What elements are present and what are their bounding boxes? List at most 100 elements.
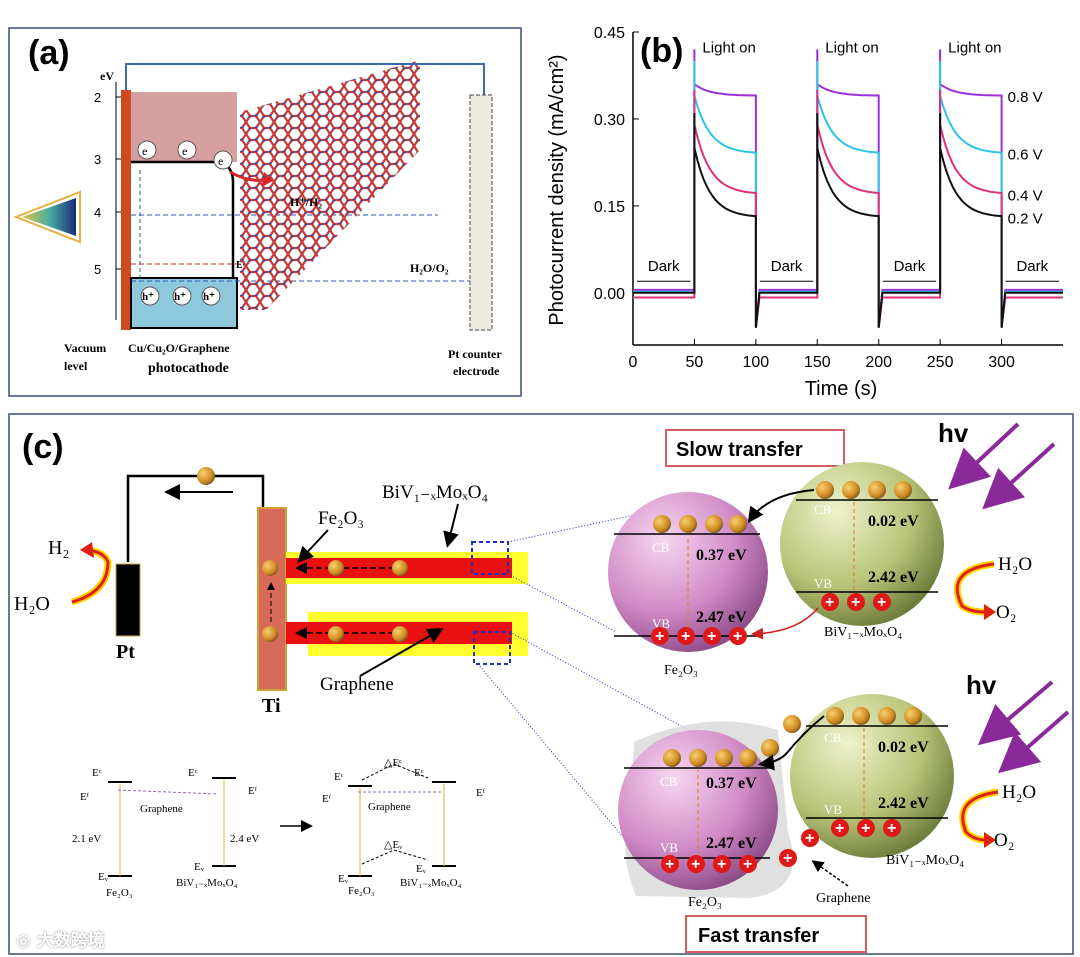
svg-text:Fe₂O₃: Fe₂O₃ (348, 885, 375, 897)
vb-label: VB (814, 576, 832, 591)
holes: h⁺ h⁺ h⁺ (140, 286, 221, 306)
x-tick-label: 100 (743, 354, 770, 371)
svg-text:BiV₁₋ₓMoₓO₄: BiV₁₋ₓMoₓO₄ (176, 877, 238, 889)
ti-label: Ti (262, 695, 281, 717)
vb-offset-biv: 2.42 eV (868, 569, 919, 586)
series-label: 0.6 V (1008, 147, 1043, 164)
pt-label: Pt (116, 641, 135, 663)
nanorod-top (262, 541, 528, 584)
y-tick-label: 0.00 (594, 286, 625, 303)
series-label: 0.8 V (1008, 89, 1043, 106)
light-arrow (977, 680, 1054, 746)
svg-text:h⁺: h⁺ (174, 291, 186, 303)
svg-text:+: + (733, 628, 742, 645)
light-arrow (982, 442, 1056, 510)
light-on-label: Light on (825, 39, 878, 56)
graphene-label: Graphene (320, 674, 394, 695)
svg-text:+: + (691, 856, 700, 873)
series-line (633, 113, 1063, 328)
photocathode-label: Cu/Cu₂O/Graphene (128, 341, 230, 355)
svg-text:Eᶠ: Eᶠ (248, 785, 258, 797)
series-line (633, 90, 1063, 328)
vacuum-level-bar (121, 90, 131, 330)
svg-text:+: + (665, 856, 674, 873)
svg-text:+: + (887, 820, 896, 837)
svg-text:Eᶠ: Eᶠ (476, 787, 486, 799)
series-label: 0.2 V (1008, 210, 1043, 227)
cb-offset-biv: 0.02 eV (878, 739, 929, 756)
svg-text:Eᶜ: Eᶜ (414, 767, 424, 779)
fe2o3-sphere-label: Fe₂O₃ (664, 663, 698, 678)
series-label: 0.4 V (1008, 187, 1043, 204)
svg-text:Eᶜ: Eᶜ (334, 771, 344, 783)
x-axis-label: Time (s) (805, 378, 878, 400)
dark-label: Dark (771, 258, 803, 275)
graphene-pointer-label: Graphene (816, 891, 870, 906)
cb-offset-label: 0.37 eV (706, 775, 757, 792)
svg-text:BiV₁₋ₓMoₓO₄: BiV₁₋ₓMoₓO₄ (400, 877, 462, 889)
dark-label: Dark (894, 258, 926, 275)
x-tick-label: 50 (686, 354, 704, 371)
o2-label-bottom: O₂ (994, 830, 1014, 851)
external-circuit (125, 63, 485, 95)
light-on-label: Light on (948, 39, 1001, 56)
h-h2-label: H⁺/H₂ (290, 195, 322, 209)
slow-transfer-label: Slow transfer (676, 439, 803, 461)
watermark-text: 大数跨境 (36, 931, 105, 951)
y-tick-label: 0.45 (594, 25, 625, 42)
x-tick-label: 300 (988, 354, 1015, 371)
svg-text:Eᵥ: Eᵥ (194, 861, 205, 873)
panel-c: (c) Pt H₂ H₂O Ti (8, 413, 1074, 955)
cb-offset-biv: 0.02 eV (868, 513, 919, 530)
pt-counter-electrode (469, 94, 493, 331)
fe2o3-label: Fe₂O₃ (318, 508, 364, 529)
bivmo-label: BiV₁₋ₓMoₓO₄ (382, 482, 488, 503)
watermark: ◎ 大数跨境 (16, 926, 105, 951)
svg-text:Eᶜ: Eᶜ (188, 767, 198, 779)
vb-label: VB (660, 840, 678, 855)
svg-text:+: + (717, 856, 726, 873)
electrons: e e e (137, 140, 233, 170)
svg-text:Fe₂O₃: Fe₂O₃ (106, 887, 133, 899)
fast-transfer-box (685, 915, 867, 953)
light-on-label: Light on (702, 39, 755, 56)
hv-label-bottom: hv (966, 670, 997, 700)
panel-b-chart: (b) Photocurrent density (mA/cm²) Time (… (546, 25, 1063, 400)
panel-a: (a) eV 2 3 4 5 e e e h⁺ h⁺ h⁺ (8, 27, 522, 397)
svg-text:Eᵥ: Eᵥ (416, 863, 427, 875)
ti-electrode (257, 507, 287, 691)
fast-transfer-label: Fast transfer (698, 925, 819, 947)
series-line (633, 49, 1063, 328)
h2o-label-top: H₂O (998, 554, 1032, 575)
dark-label: Dark (1016, 258, 1048, 275)
svg-text:+: + (835, 820, 844, 837)
vb-offset-biv: 2.42 eV (878, 795, 929, 812)
svg-text:Graphene: Graphene (368, 801, 411, 813)
hv-label-top: hv (938, 418, 969, 448)
cb-label: CB (824, 730, 842, 745)
vb-offset-label: 2.47 eV (706, 835, 757, 852)
ev-tick: 5 (94, 262, 101, 277)
svg-text:2.4 eV: 2.4 eV (230, 833, 259, 845)
cb-label: CB (652, 540, 670, 555)
svg-text:+: + (783, 850, 792, 867)
watermark-logo-icon: ◎ (16, 931, 31, 951)
pt-label-2: electrode (453, 364, 500, 378)
x-tick-label: 200 (865, 354, 892, 371)
electron-ball (197, 467, 215, 485)
photocathode-label-2: photocathode (148, 361, 229, 376)
ev-tick: 2 (94, 90, 101, 105)
light-arrow (997, 710, 1070, 774)
bivmo-sphere-label: BiV₁₋ₓMoₓO₄ (824, 625, 902, 640)
band-alignment-after: △Eᶜ △Eᵥ Eᶜ Eᶠ Graphene Eᶜ Eᶠ Eᵥ Fe₂O₃ Eᵥ… (322, 757, 486, 897)
vb-label: VB (824, 802, 842, 817)
vb-offset-label: 2.47 eV (696, 609, 747, 626)
svg-text:+: + (877, 594, 886, 611)
svg-text:△Eᵥ: △Eᵥ (384, 839, 403, 851)
svg-text:h⁺: h⁺ (203, 291, 215, 303)
electrons-top (653, 481, 912, 533)
svg-text:+: + (655, 628, 664, 645)
svg-text:Graphene: Graphene (140, 803, 183, 815)
h2o-label-bottom: H₂O (1002, 782, 1036, 803)
bivmo-sphere-top (780, 462, 944, 626)
